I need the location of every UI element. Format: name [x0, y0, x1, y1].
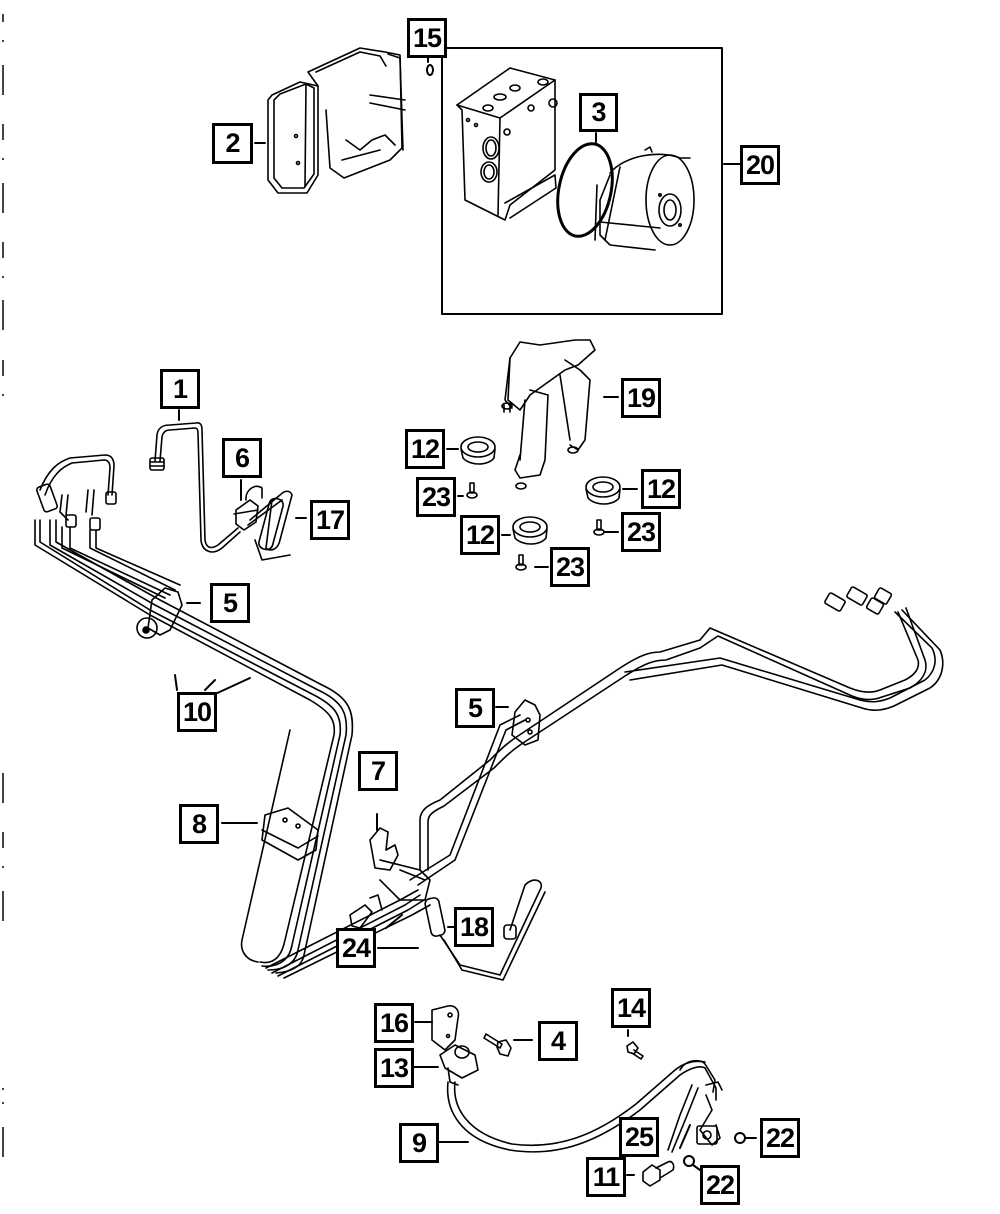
callout-23-b[interactable]: 23: [621, 512, 661, 552]
bracket-part-16[interactable]: [431, 1005, 460, 1051]
callout-15[interactable]: 15: [407, 18, 447, 58]
margin-mark: [2, 360, 4, 376]
bolt-part-14[interactable]: [626, 1041, 644, 1060]
margin-mark: [2, 242, 4, 258]
margin-mark: [2, 183, 4, 213]
margin-mark: [2, 891, 4, 921]
abs-bracket-part-19[interactable]: [501, 339, 596, 490]
leader-line-24a: [385, 914, 403, 929]
leader-line-10a: [174, 674, 178, 691]
clip-part-6[interactable]: [233, 485, 263, 531]
margin-mark: [2, 300, 4, 330]
margin-mark: [2, 124, 4, 140]
seal-ring-part-3[interactable]: [550, 139, 620, 242]
washer-part-22-b[interactable]: [683, 1155, 695, 1167]
pump-motor[interactable]: [594, 146, 695, 251]
callout-17[interactable]: 17: [310, 500, 350, 540]
callout-3[interactable]: 3: [579, 93, 618, 132]
callout-14[interactable]: 14: [611, 988, 651, 1028]
o-ring-part-15[interactable]: [426, 64, 434, 76]
margin-mark: [2, 866, 4, 868]
callout-25[interactable]: 25: [619, 1117, 659, 1157]
brake-tube-bundle-part-10[interactable]: [34, 454, 431, 979]
hydraulic-valve-block[interactable]: [456, 67, 558, 221]
callout-7[interactable]: 7: [358, 751, 398, 791]
callout-22-b[interactable]: 22: [700, 1165, 740, 1205]
margin-mark: [2, 158, 4, 160]
leader-line-10c: [212, 677, 251, 696]
callout-13[interactable]: 13: [374, 1048, 414, 1088]
callout-6[interactable]: 6: [222, 438, 262, 478]
callout-2[interactable]: 2: [212, 123, 253, 164]
callout-1[interactable]: 1: [160, 369, 200, 409]
margin-mark: [2, 40, 4, 42]
callout-20[interactable]: 20: [740, 145, 780, 185]
margin-mark: [2, 1102, 4, 1104]
callout-23-c[interactable]: 23: [550, 547, 590, 587]
callout-22-a[interactable]: 22: [760, 1118, 800, 1158]
margin-mark: [2, 1127, 4, 1157]
callout-4[interactable]: 4: [538, 1021, 578, 1061]
bracket-part-24[interactable]: [349, 894, 383, 929]
margin-mark: [2, 394, 4, 396]
leader-line-10b: [204, 679, 216, 691]
clip-part-13[interactable]: [439, 1044, 479, 1086]
group-box-20: [441, 47, 723, 315]
grommet-part-12-a[interactable]: [460, 436, 496, 465]
banjo-bolt-part-11[interactable]: [642, 1160, 675, 1187]
callout-24[interactable]: 24: [336, 928, 376, 968]
margin-mark: [2, 276, 4, 278]
margin-mark: [2, 1088, 4, 1090]
margin-mark: [2, 832, 4, 848]
callout-12-a[interactable]: 12: [405, 429, 445, 469]
callout-19[interactable]: 19: [621, 378, 661, 418]
retainer-part-7[interactable]: [369, 827, 431, 901]
bracket-part-25[interactable]: [679, 1124, 691, 1149]
brake-tube-part-1[interactable]: [149, 422, 241, 553]
bolt-part-23-b[interactable]: [593, 519, 605, 536]
bolt-part-4[interactable]: [483, 1033, 512, 1057]
callout-16[interactable]: 16: [374, 1003, 414, 1043]
tube-clip-part-5-lower[interactable]: [511, 699, 541, 746]
callout-9[interactable]: 9: [399, 1123, 439, 1163]
bolt-part-23-a[interactable]: [466, 482, 478, 499]
bolt-part-23-c[interactable]: [515, 554, 527, 571]
callout-10[interactable]: 10: [177, 692, 217, 732]
callout-11[interactable]: 11: [586, 1157, 626, 1197]
callout-12-b[interactable]: 12: [641, 469, 681, 509]
callout-5-a[interactable]: 5: [210, 583, 250, 623]
callout-18[interactable]: 18: [454, 907, 494, 947]
margin-mark: [2, 773, 4, 803]
leader-line-22b: [692, 1164, 701, 1171]
callout-23-a[interactable]: 23: [416, 477, 456, 517]
grommet-part-12-c[interactable]: [512, 516, 548, 545]
brake-tube-part-18[interactable]: [424, 879, 546, 981]
margin-mark: [2, 14, 4, 22]
tube-clip-part-5-upper[interactable]: [136, 587, 183, 639]
callout-8[interactable]: 8: [179, 804, 219, 844]
callout-12-c[interactable]: 12: [460, 515, 500, 555]
grommet-part-12-b[interactable]: [585, 476, 621, 505]
abs-control-module-part-2[interactable]: [267, 47, 406, 194]
brake-tube-right[interactable]: [409, 586, 944, 886]
brake-hose-part-9[interactable]: [446, 1059, 723, 1153]
tube-clip-part-8[interactable]: [261, 807, 319, 861]
margin-mark: [2, 65, 4, 95]
brake-hose-part-17[interactable]: [247, 490, 293, 561]
callout-5-b[interactable]: 5: [455, 688, 495, 728]
washer-part-22-a[interactable]: [734, 1132, 746, 1144]
